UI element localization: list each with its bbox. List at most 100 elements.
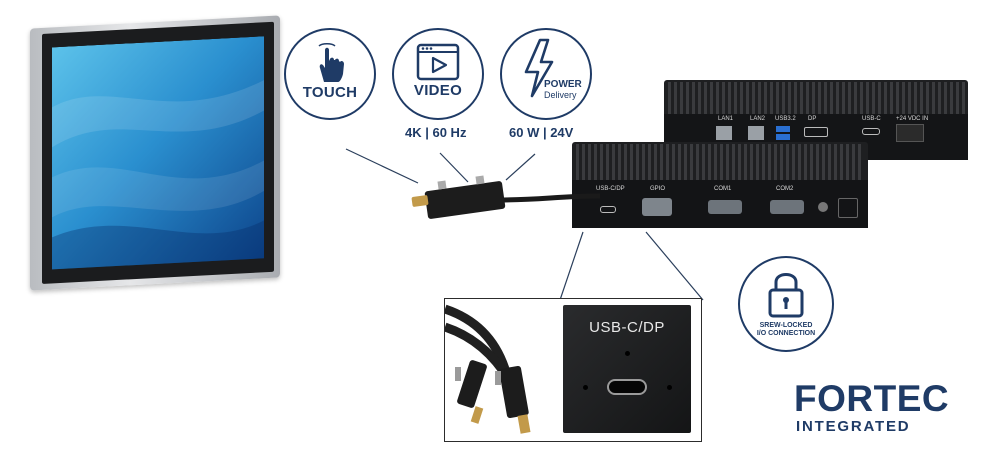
heatsink-fin <box>804 144 807 180</box>
heatsink-fin <box>938 82 941 116</box>
video-play-icon <box>416 43 460 81</box>
padlock-icon <box>768 273 804 318</box>
heatsink-fin <box>678 144 681 180</box>
heatsink-fin <box>758 82 761 116</box>
heatsink-fin <box>606 144 609 180</box>
heatsink-fin <box>674 82 677 116</box>
heatsink-fin <box>926 82 929 116</box>
heatsink-fin <box>950 82 953 116</box>
heatsink-fin <box>774 144 777 180</box>
heatsink-fin <box>962 82 965 116</box>
heatsink-fin <box>636 144 639 180</box>
heatsink-fin <box>860 82 863 116</box>
heatsink-fin <box>740 82 743 116</box>
cable-photo <box>445 304 531 434</box>
fortec-logo-sub: INTEGRATED <box>796 418 911 435</box>
heatsink-fin <box>624 144 627 180</box>
heatsink-fin <box>576 144 579 180</box>
screw-hole <box>667 385 672 390</box>
heatsink-fin <box>818 82 821 116</box>
heatsink-fin <box>956 82 959 116</box>
feature-label: TOUCH <box>302 84 358 101</box>
usb-port <box>776 134 790 140</box>
box-pc-front: USB-C/DP GPIO COM1 COM2 <box>572 142 868 228</box>
screw-hole <box>625 351 630 356</box>
heatsink-fin <box>722 82 725 116</box>
feature-sublabel: Delivery <box>544 90 577 100</box>
heatsink-fin <box>684 144 687 180</box>
heatsink-fin <box>582 144 585 180</box>
heatsink-fin <box>680 82 683 116</box>
lightning-bolt-icon <box>524 38 554 98</box>
heatsink-fin <box>728 82 731 116</box>
heatsink-fin <box>612 144 615 180</box>
heatsink-fin <box>840 144 843 180</box>
heatsink-fin <box>764 82 767 116</box>
feature-label: POWER <box>544 79 582 90</box>
heatsink-fins <box>576 144 861 180</box>
screw-locked-feature: SREW-LOCKED I/O CONNECTION <box>738 256 834 352</box>
heatsink-fin <box>872 82 875 116</box>
heatsink-fin <box>782 82 785 116</box>
heatsink-fin <box>710 82 713 116</box>
port-label: COM2 <box>776 186 794 192</box>
heatsink-fin <box>702 144 705 180</box>
touch-hand-icon <box>318 43 344 82</box>
heatsink-fin <box>768 144 771 180</box>
heatsink-fin <box>716 82 719 116</box>
heatsink-fin <box>800 82 803 116</box>
fortec-logo: FORTEC <box>794 378 950 419</box>
lan1-port <box>716 126 732 140</box>
usbc-dp-label: USB-C/DP <box>589 319 665 336</box>
port-label: GPIO <box>650 186 666 192</box>
heatsink-fin <box>798 144 801 180</box>
heatsink-fin <box>618 144 621 180</box>
heatsink-fin <box>668 82 671 116</box>
heatsink-fin <box>858 144 861 180</box>
heatsink-fin <box>792 144 795 180</box>
usb-port <box>776 126 790 132</box>
lan2-port <box>748 126 764 140</box>
feature-video: VIDEO <box>392 28 484 120</box>
heatsink-fin <box>720 144 723 180</box>
heatsink-fin <box>588 144 591 180</box>
port-label: +24 VDC IN <box>896 116 929 122</box>
heatsink-fin <box>698 82 701 116</box>
heatsink-fin <box>944 82 947 116</box>
power-label-group: POWER Delivery <box>544 79 582 101</box>
heatsink-fin <box>828 144 831 180</box>
heatsink-fin <box>848 82 851 116</box>
heatsink-fin <box>834 144 837 180</box>
heatsink-fin <box>738 144 741 180</box>
heatsink-fin <box>816 144 819 180</box>
heatsink-fin <box>756 144 759 180</box>
port-label: COM1 <box>714 186 732 192</box>
com1-port <box>708 200 742 214</box>
heatsink-fin <box>852 144 855 180</box>
heatsink-fin <box>600 144 603 180</box>
heatsink-fin <box>708 144 711 180</box>
heatsink-fin <box>654 144 657 180</box>
heatsink-fin <box>704 82 707 116</box>
dp-port <box>804 127 828 137</box>
heatsink-fin <box>914 82 917 116</box>
lock-label-line1: SREW-LOCKED <box>759 322 813 329</box>
heatsink-fin <box>812 82 815 116</box>
power-spec: 60 W | 24V <box>509 125 574 140</box>
heatsink-fin <box>824 82 827 116</box>
heatsink-fin <box>672 144 675 180</box>
heatsink-fin <box>690 144 693 180</box>
heatsink-fin <box>878 82 881 116</box>
heatsink-fin <box>854 82 857 116</box>
port-label: USB3.2 <box>775 116 796 122</box>
heatsink-fin <box>842 82 845 116</box>
heatsink-fin <box>726 144 729 180</box>
heatsink-fin <box>788 82 791 116</box>
port-label: LAN2 <box>750 116 766 122</box>
touch-monitor <box>30 15 280 291</box>
heatsink-fin <box>786 144 789 180</box>
heatsink-fin <box>750 144 753 180</box>
heatsink-fin <box>890 82 893 116</box>
heatsink-fin <box>902 82 905 116</box>
